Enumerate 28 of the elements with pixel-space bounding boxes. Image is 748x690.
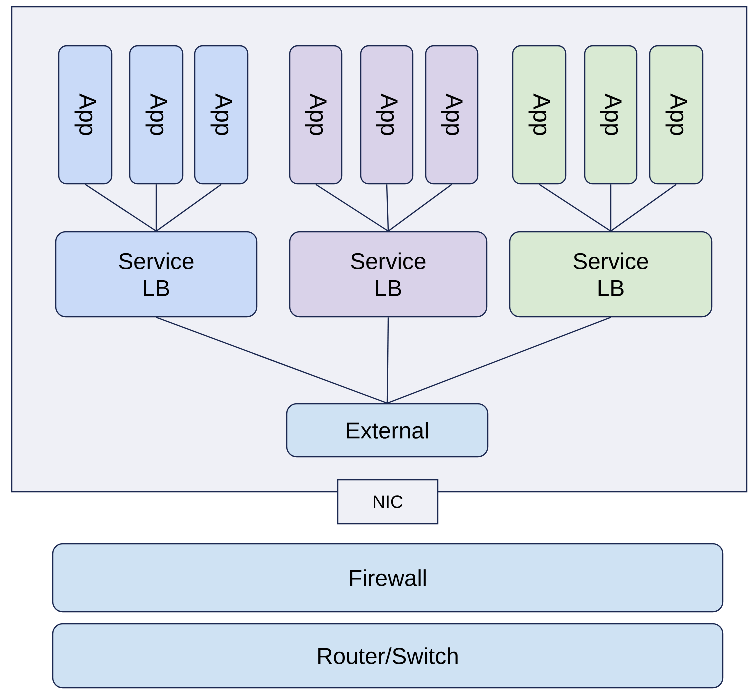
nic-box: NIC xyxy=(337,479,439,525)
connector-line xyxy=(610,184,612,232)
connector-line xyxy=(156,317,388,404)
app-box: App xyxy=(58,45,113,185)
service-box: Service LB xyxy=(509,231,713,318)
connector-line xyxy=(85,184,157,232)
app-box: App xyxy=(194,45,249,185)
connector-line xyxy=(386,184,390,232)
app-box: App xyxy=(129,45,184,185)
app-box: App xyxy=(584,45,638,185)
service-box: Service LB xyxy=(55,231,258,318)
service-box: Service LB xyxy=(289,231,488,318)
connector-line xyxy=(539,184,612,232)
connector-line xyxy=(610,184,677,232)
service-box: Router/Switch xyxy=(52,623,724,689)
connector-line xyxy=(156,184,158,232)
connector-line xyxy=(386,318,390,404)
connector-line xyxy=(387,317,612,404)
connector-line xyxy=(316,184,389,232)
connector-line xyxy=(156,184,222,232)
app-box: App xyxy=(425,45,479,185)
app-box: App xyxy=(360,45,414,185)
app-box: App xyxy=(289,45,343,185)
service-box: External xyxy=(286,403,489,458)
app-box: App xyxy=(649,45,704,185)
service-box: Firewall xyxy=(52,543,724,613)
connector-line xyxy=(388,184,452,232)
app-box: App xyxy=(512,45,567,185)
